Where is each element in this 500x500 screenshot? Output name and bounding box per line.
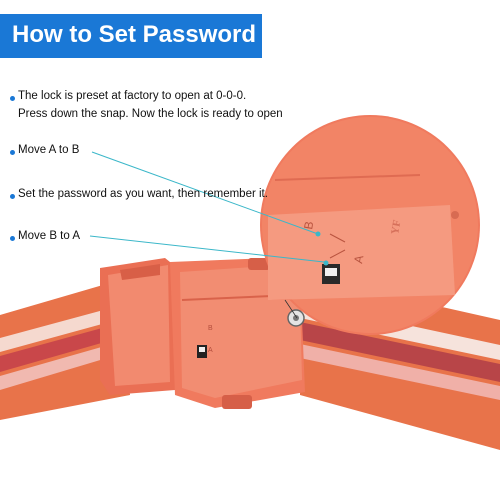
magnified-label-a: A [351, 254, 366, 264]
bullet-icon [10, 194, 15, 199]
instruction-3: Set the password as you want, then remem… [18, 188, 268, 200]
callout-dot-b-to-a [323, 260, 329, 266]
svg-text:B: B [208, 325, 213, 332]
callout-lines [89, 151, 325, 263]
instruction-1-line-2: Press down the snap. Now the lock is rea… [18, 108, 283, 120]
svg-text:A: A [208, 347, 213, 354]
instruction-4: Move B to A [18, 230, 81, 242]
bullet-icon [10, 96, 15, 101]
brand-mark: YF [389, 219, 403, 236]
left-strap [0, 280, 130, 420]
instruction-2: Move A to B [18, 144, 80, 156]
title-banner: How to Set Password [0, 14, 262, 58]
magnified-label-b: B [301, 220, 316, 230]
magnified-detail: B A YF [260, 115, 480, 335]
buckle-left [100, 258, 180, 395]
instruction-1-line-1: The lock is preset at factory to open at… [18, 90, 247, 102]
page-title: How to Set Password [12, 21, 257, 48]
bullet-icon [10, 236, 15, 241]
bullet-icon [10, 150, 15, 155]
callout-dot-a-to-b [315, 231, 321, 237]
zoom-connector [284, 299, 298, 319]
